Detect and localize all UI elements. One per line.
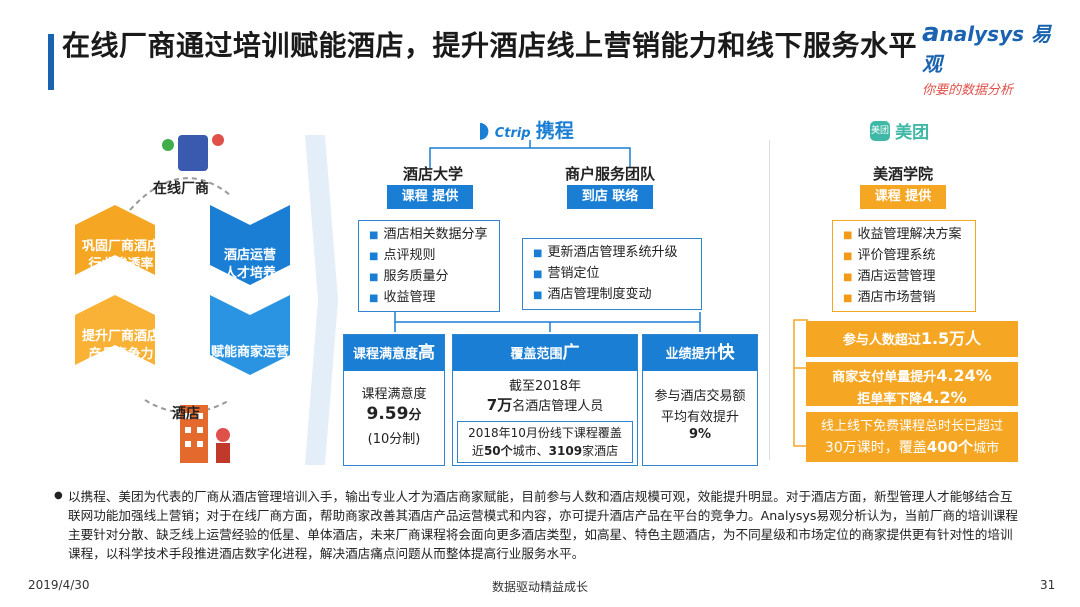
phone-icon — [178, 135, 208, 171]
list-item: ■酒店管理制度变动 — [533, 287, 652, 302]
ctrip-col2-tag: 到店 联络 — [567, 185, 653, 209]
meituan-icon: 美团 — [870, 120, 890, 141]
ctrip-col2-title: 商户服务团队 — [564, 165, 655, 183]
bellhop-icon — [216, 428, 230, 442]
left-diagram — [75, 134, 290, 463]
list-item: ■收益管理解决方案 — [843, 227, 962, 242]
blue-chevron-2-text: 赋能商家运营 — [210, 345, 289, 360]
arrow-separator — [305, 135, 338, 465]
ctrip-connectors — [394, 140, 701, 332]
meituan-tag: 课程 提供 — [860, 185, 946, 209]
ctrip-col1-list: ■酒店相关数据分享 ■点评规则 ■服务质量分 ■收益管理 — [358, 220, 500, 312]
footer-date: 2019/4/30 — [28, 578, 90, 592]
meituan-stat-2: 商家支付单量提升4.24% 拒单率下降4.2% — [806, 362, 1018, 407]
summary-paragraph: 以携程、美团为代表的厂商从酒店管理培训入手，输出专业人才为酒店商家赋能，目前参与… — [68, 489, 1018, 561]
logo-brand-cn: 易观 — [922, 22, 1051, 76]
logo-brand: nalysys — [939, 22, 1025, 46]
list-item: ■更新酒店管理系统升级 — [533, 245, 678, 260]
blue-chevron-1-text: 酒店运营人才培养 — [223, 248, 276, 281]
meituan-bracket — [793, 319, 808, 447]
list-item: ■服务质量分 — [369, 269, 449, 284]
coverage-sub-box: 2018年10月份线下课程覆盖 近50个城市、3109家酒店 — [457, 421, 633, 463]
dolphin-icon: ◗ — [478, 118, 490, 143]
page-title: 在线厂商通过培训赋能酒店，提升酒店线上营销能力和线下服务水平 — [62, 29, 918, 62]
label-hotel: 酒店 — [172, 406, 200, 422]
list-item: ■营销定位 — [533, 266, 600, 281]
label-online-vendor: 在线厂商 — [153, 181, 209, 197]
title-accent-bar — [48, 34, 54, 90]
result-performance: 业绩提升快 参与酒店交易额 平均有效提升 9% — [642, 334, 758, 466]
ctrip-logo: ◗ Ctrip 携程 — [478, 118, 574, 143]
meituan-logo: 美团 美团 — [870, 118, 929, 143]
result-satisfaction: 课程满意度高 课程满意度 9.59分 (10分制) — [343, 334, 445, 466]
ctrip-col2-list: ■更新酒店管理系统升级 ■营销定位 ■酒店管理制度变动 — [522, 238, 702, 310]
list-item: ■点评规则 — [369, 248, 436, 263]
meituan-title: 美酒学院 — [872, 165, 933, 183]
list-item: ■收益管理 — [369, 290, 436, 305]
list-item: ■酒店相关数据分享 — [369, 227, 488, 242]
list-item: ■酒店市场营销 — [843, 290, 936, 305]
bullet-icon: ● — [54, 490, 63, 501]
meituan-stat-3: 线上线下免费课程总时长已超过 30万课时，覆盖400个城市 — [806, 412, 1018, 462]
meituan-stat-1: 参与人数超过1.5万人 — [806, 321, 1018, 357]
analysys-logo: analysys 易观 你要的数据分析 — [922, 18, 1052, 98]
logo-a-icon: a — [922, 18, 940, 48]
logo-slogan: 你要的数据分析 — [922, 83, 1014, 98]
meituan-list: ■收益管理解决方案 ■评价管理系统 ■酒店运营管理 ■酒店市场营销 — [832, 220, 976, 312]
list-item: ■酒店运营管理 — [843, 269, 936, 284]
ctrip-col1-tag: 课程 提供 — [387, 185, 473, 209]
orange-chevron-1-text: 巩固厂商酒店行业渗透率 — [81, 239, 160, 272]
divider — [769, 140, 770, 460]
footer-center: 数据驱动精益成长 — [491, 580, 588, 594]
ctrip-col1-title: 酒店大学 — [402, 165, 463, 183]
result-coverage: 覆盖范围广 截至2018年 7万名酒店管理人员 2018年10月份线下课程覆盖 … — [452, 334, 638, 466]
page-number: 31 — [1040, 578, 1056, 592]
orange-chevron-2-text: 提升厂商酒店产品竞争力 — [81, 329, 160, 362]
list-item: ■评价管理系统 — [843, 248, 936, 263]
hotel-building-icon — [180, 405, 208, 463]
